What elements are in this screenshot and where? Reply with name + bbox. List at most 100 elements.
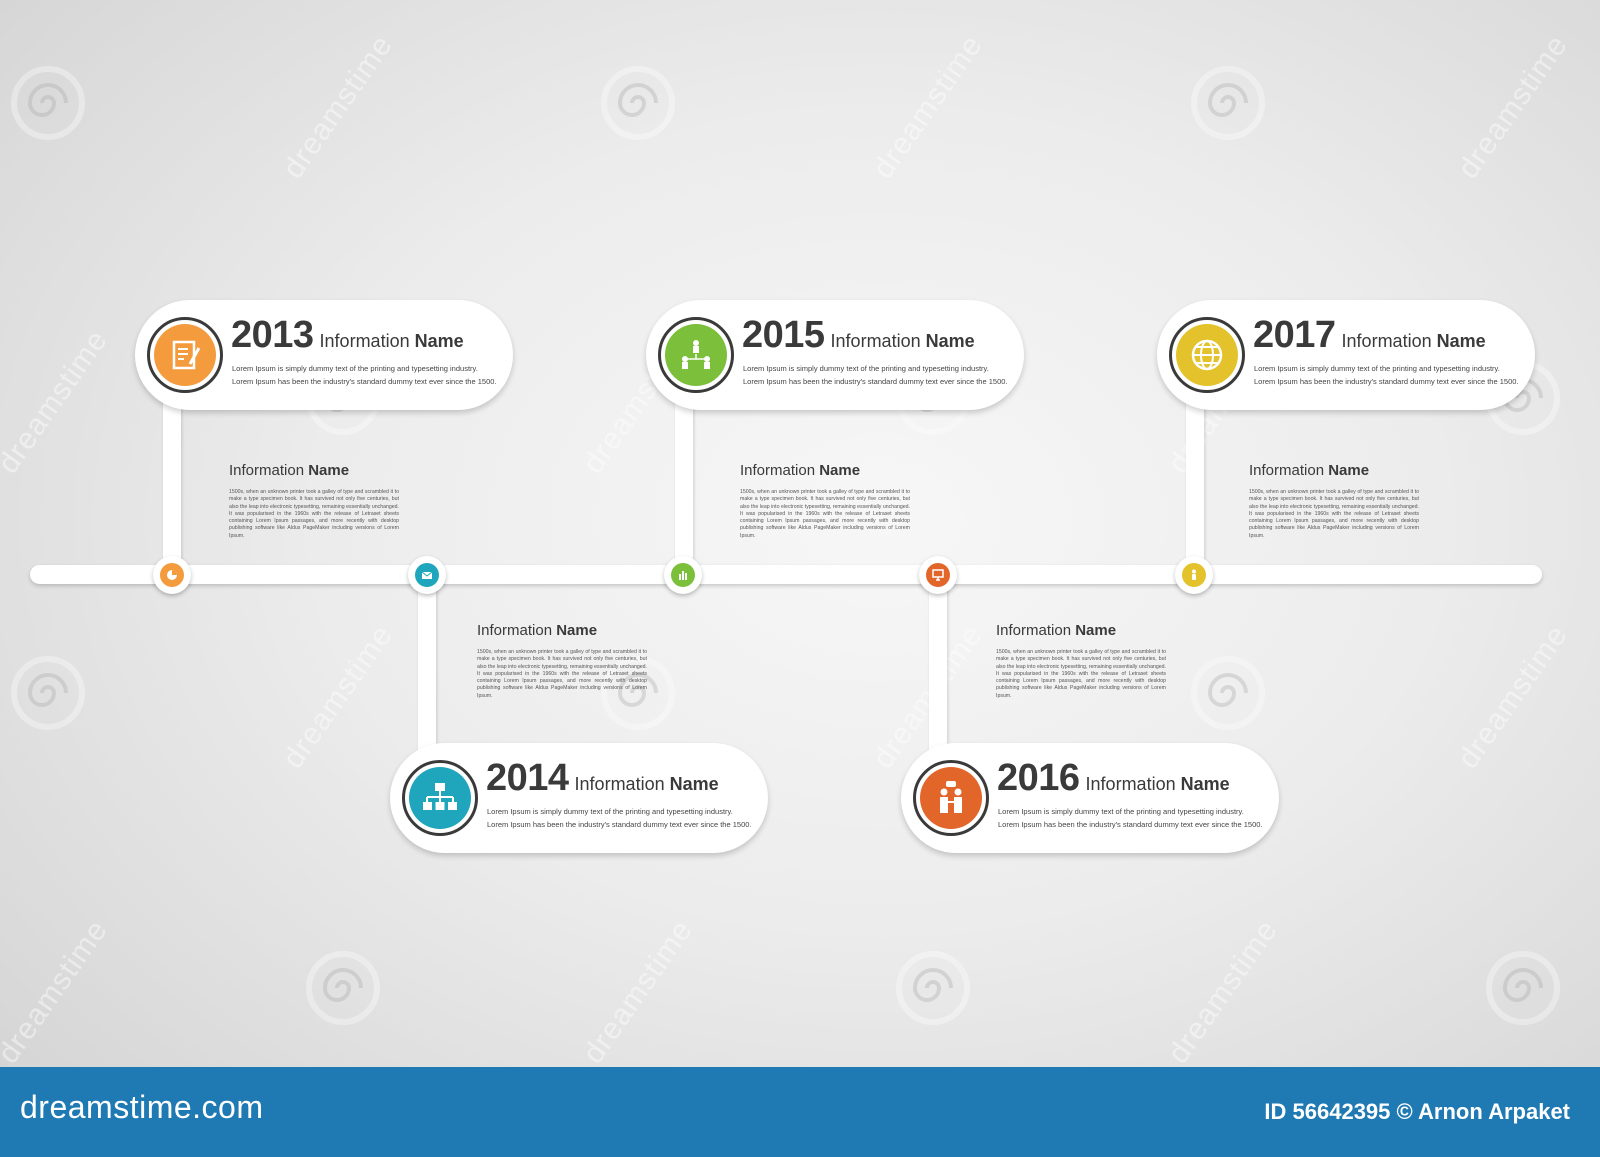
- event-desc-line: Lorem Ipsum has been the industry's stan…: [998, 820, 1263, 829]
- watermark-text: dreamstime: [1161, 913, 1285, 1070]
- note-body: 1500s, when an unknown printer took a ga…: [477, 649, 647, 699]
- event-title-bold: Name: [414, 331, 464, 351]
- event-badge: [913, 760, 989, 836]
- note-heading: Information Name: [229, 462, 399, 479]
- org-chart-icon: [409, 767, 471, 829]
- event-title-light: Information: [1085, 774, 1176, 794]
- event-title-bold: Name: [669, 774, 719, 794]
- footer-logo[interactable]: dreamstime.com: [20, 1089, 264, 1125]
- timeline-node-2016: [919, 556, 957, 594]
- document-pen-icon: [154, 324, 216, 386]
- note-title-light: Information: [1249, 462, 1325, 479]
- event-year: 2013: [231, 314, 314, 356]
- globe-icon: [1176, 324, 1238, 386]
- info-note-2013: Information Name 1500s, when an unknown …: [229, 462, 399, 540]
- note-body: 1500s, when an unknown printer took a ga…: [740, 489, 910, 539]
- timeline-node-2015: [664, 556, 702, 594]
- info-note-2015: Information Name 1500s, when an unknown …: [740, 462, 910, 540]
- image-credit: ID 56642395 © Arnon Arpaket: [1264, 1099, 1570, 1124]
- mail-icon: [415, 563, 439, 587]
- bar-chart-icon: [671, 563, 695, 587]
- watermark-text: dreamstime: [0, 913, 115, 1070]
- note-title-bold: Name: [1328, 462, 1370, 479]
- note-title-bold: Name: [1075, 622, 1117, 639]
- event-description: Lorem Ipsum is simply dummy text of the …: [998, 805, 1266, 831]
- note-heading: Information Name: [740, 462, 910, 479]
- note-title-light: Information: [229, 462, 305, 479]
- timeline-node-2014: [408, 556, 446, 594]
- info-note-2014: Information Name 1500s, when an unknown …: [477, 622, 647, 700]
- watermark-text: dreamstime: [1451, 618, 1575, 775]
- event-year: 2017: [1253, 314, 1336, 356]
- presentation-icon: [926, 563, 950, 587]
- watermark-text: dreamstime: [276, 618, 400, 775]
- pie-chart-icon: [160, 563, 184, 587]
- team-network-icon: [665, 324, 727, 386]
- spiral-icon: [1191, 656, 1265, 730]
- spiral-icon: [1486, 951, 1560, 1025]
- timeline-axis: [30, 565, 1542, 584]
- note-title-light: Information: [477, 622, 553, 639]
- spiral-icon: [11, 66, 85, 140]
- spiral-icon: [306, 951, 380, 1025]
- event-desc-line: Lorem Ipsum has been the industry's stan…: [1254, 377, 1519, 386]
- event-desc-line: Lorem Ipsum has been the industry's stan…: [232, 377, 497, 386]
- note-heading: Information Name: [477, 622, 647, 639]
- note-title-light: Information: [996, 622, 1072, 639]
- event-title-bold: Name: [925, 331, 975, 351]
- spiral-icon: [1191, 66, 1265, 140]
- event-desc-line: Lorem Ipsum is simply dummy text of the …: [998, 807, 1244, 816]
- event-title-light: Information: [574, 774, 665, 794]
- info-note-2016: Information Name 1500s, when an unknown …: [996, 622, 1166, 700]
- event-year: 2015: [742, 314, 825, 356]
- timeline-node-2017: [1175, 556, 1213, 594]
- event-desc-line: Lorem Ipsum has been the industry's stan…: [743, 377, 1008, 386]
- watermark-text: dreamstime: [1451, 28, 1575, 185]
- event-desc-line: Lorem Ipsum is simply dummy text of the …: [487, 807, 733, 816]
- connector-2016: [929, 575, 947, 750]
- event-desc-line: Lorem Ipsum is simply dummy text of the …: [1254, 364, 1500, 373]
- note-body: 1500s, when an unknown printer took a ga…: [1249, 489, 1419, 539]
- connector-2014: [418, 575, 436, 750]
- event-description: Lorem Ipsum is simply dummy text of the …: [1254, 362, 1522, 388]
- watermark-text: dreamstime: [276, 28, 400, 185]
- person-icon: [1182, 563, 1206, 587]
- event-badge: [658, 317, 734, 393]
- note-body: 1500s, when an unknown printer took a ga…: [996, 649, 1166, 699]
- event-year: 2016: [997, 757, 1080, 799]
- note-body: 1500s, when an unknown printer took a ga…: [229, 489, 399, 539]
- two-people-icon: [920, 767, 982, 829]
- event-desc-line: Lorem Ipsum is simply dummy text of the …: [743, 364, 989, 373]
- timeline-node-2013: [153, 556, 191, 594]
- spiral-icon: [896, 951, 970, 1025]
- note-heading: Information Name: [996, 622, 1166, 639]
- event-desc-line: Lorem Ipsum is simply dummy text of the …: [232, 364, 478, 373]
- watermark-text: dreamstime: [576, 913, 700, 1070]
- connector-2013: [163, 395, 181, 573]
- spiral-icon: [601, 656, 675, 730]
- connector-2017: [1186, 395, 1204, 573]
- event-title-bold: Name: [1436, 331, 1486, 351]
- spiral-icon: [11, 656, 85, 730]
- event-badge: [402, 760, 478, 836]
- timeline-infographic: dreamstime dreamstime dreamstime dreamst…: [0, 28, 1575, 1070]
- event-description: Lorem Ipsum is simply dummy text of the …: [743, 362, 1011, 388]
- event-title-light: Information: [830, 331, 921, 351]
- note-title-bold: Name: [556, 622, 598, 639]
- note-heading: Information Name: [1249, 462, 1419, 479]
- event-description: Lorem Ipsum is simply dummy text of the …: [232, 362, 500, 388]
- note-title-light: Information: [740, 462, 816, 479]
- event-desc-line: Lorem Ipsum has been the industry's stan…: [487, 820, 752, 829]
- event-badge: [1169, 317, 1245, 393]
- watermark-text: dreamstime: [866, 28, 990, 185]
